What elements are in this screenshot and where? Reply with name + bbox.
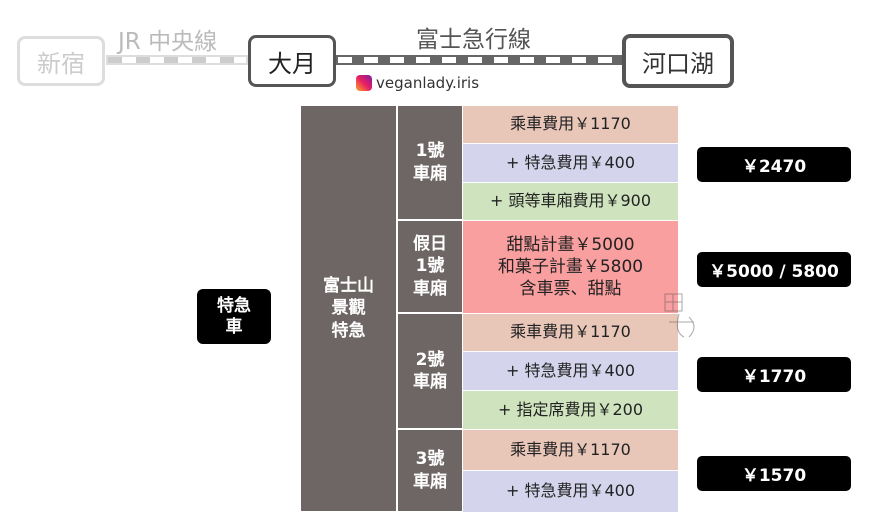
fee-item: 甜點計畫￥5000 和菓子計畫￥5800 含車票、甜點	[463, 221, 678, 314]
watermark-doodle	[664, 292, 704, 342]
train-type-label: 特急車	[216, 296, 251, 337]
credit: veganlady.iris	[356, 74, 479, 92]
total-price-badge: ￥1570	[697, 456, 851, 491]
fee-item: 乘車費用￥1170	[463, 430, 678, 471]
total-price-badge: ￥1770	[697, 357, 851, 392]
total-price-badge: ￥5000 / 5800	[697, 252, 851, 287]
fee-item: 乘車費用￥1170	[463, 314, 678, 352]
station-kawaguchiko: 河口湖	[622, 34, 734, 88]
car-label: 1號 車廂	[397, 106, 463, 221]
fujikyu-rail	[336, 55, 626, 65]
credit-text: veganlady.iris	[376, 74, 480, 92]
fujikyu-label: 富士急行線	[416, 27, 531, 53]
car-label: 2號 車廂	[397, 314, 463, 430]
fee-item: 乘車費用￥1170	[463, 106, 678, 144]
fee-item: + 特急費用￥400	[463, 144, 678, 183]
fee-item: + 頭等車廂費用￥900	[463, 183, 678, 221]
station-otsuki: 大月	[248, 35, 336, 87]
jr-chuo-rail	[106, 55, 248, 65]
train-name-cell: 富士山 景觀 特急	[301, 106, 397, 513]
fee-item: + 特急費用￥400	[463, 352, 678, 391]
jr-chuo-label: JR 中央線	[118, 29, 218, 55]
instagram-icon	[356, 75, 372, 91]
fee-item: + 指定席費用￥200	[463, 391, 678, 430]
car-label: 3號 車廂	[397, 430, 463, 513]
train-type-badge: 特急車	[197, 289, 271, 344]
fee-item: + 特急費用￥400	[463, 471, 678, 513]
car-label: 假日 1號 車廂	[397, 221, 463, 314]
total-price-badge: ￥2470	[697, 147, 851, 182]
station-shinjuku: 新宿	[17, 36, 105, 86]
